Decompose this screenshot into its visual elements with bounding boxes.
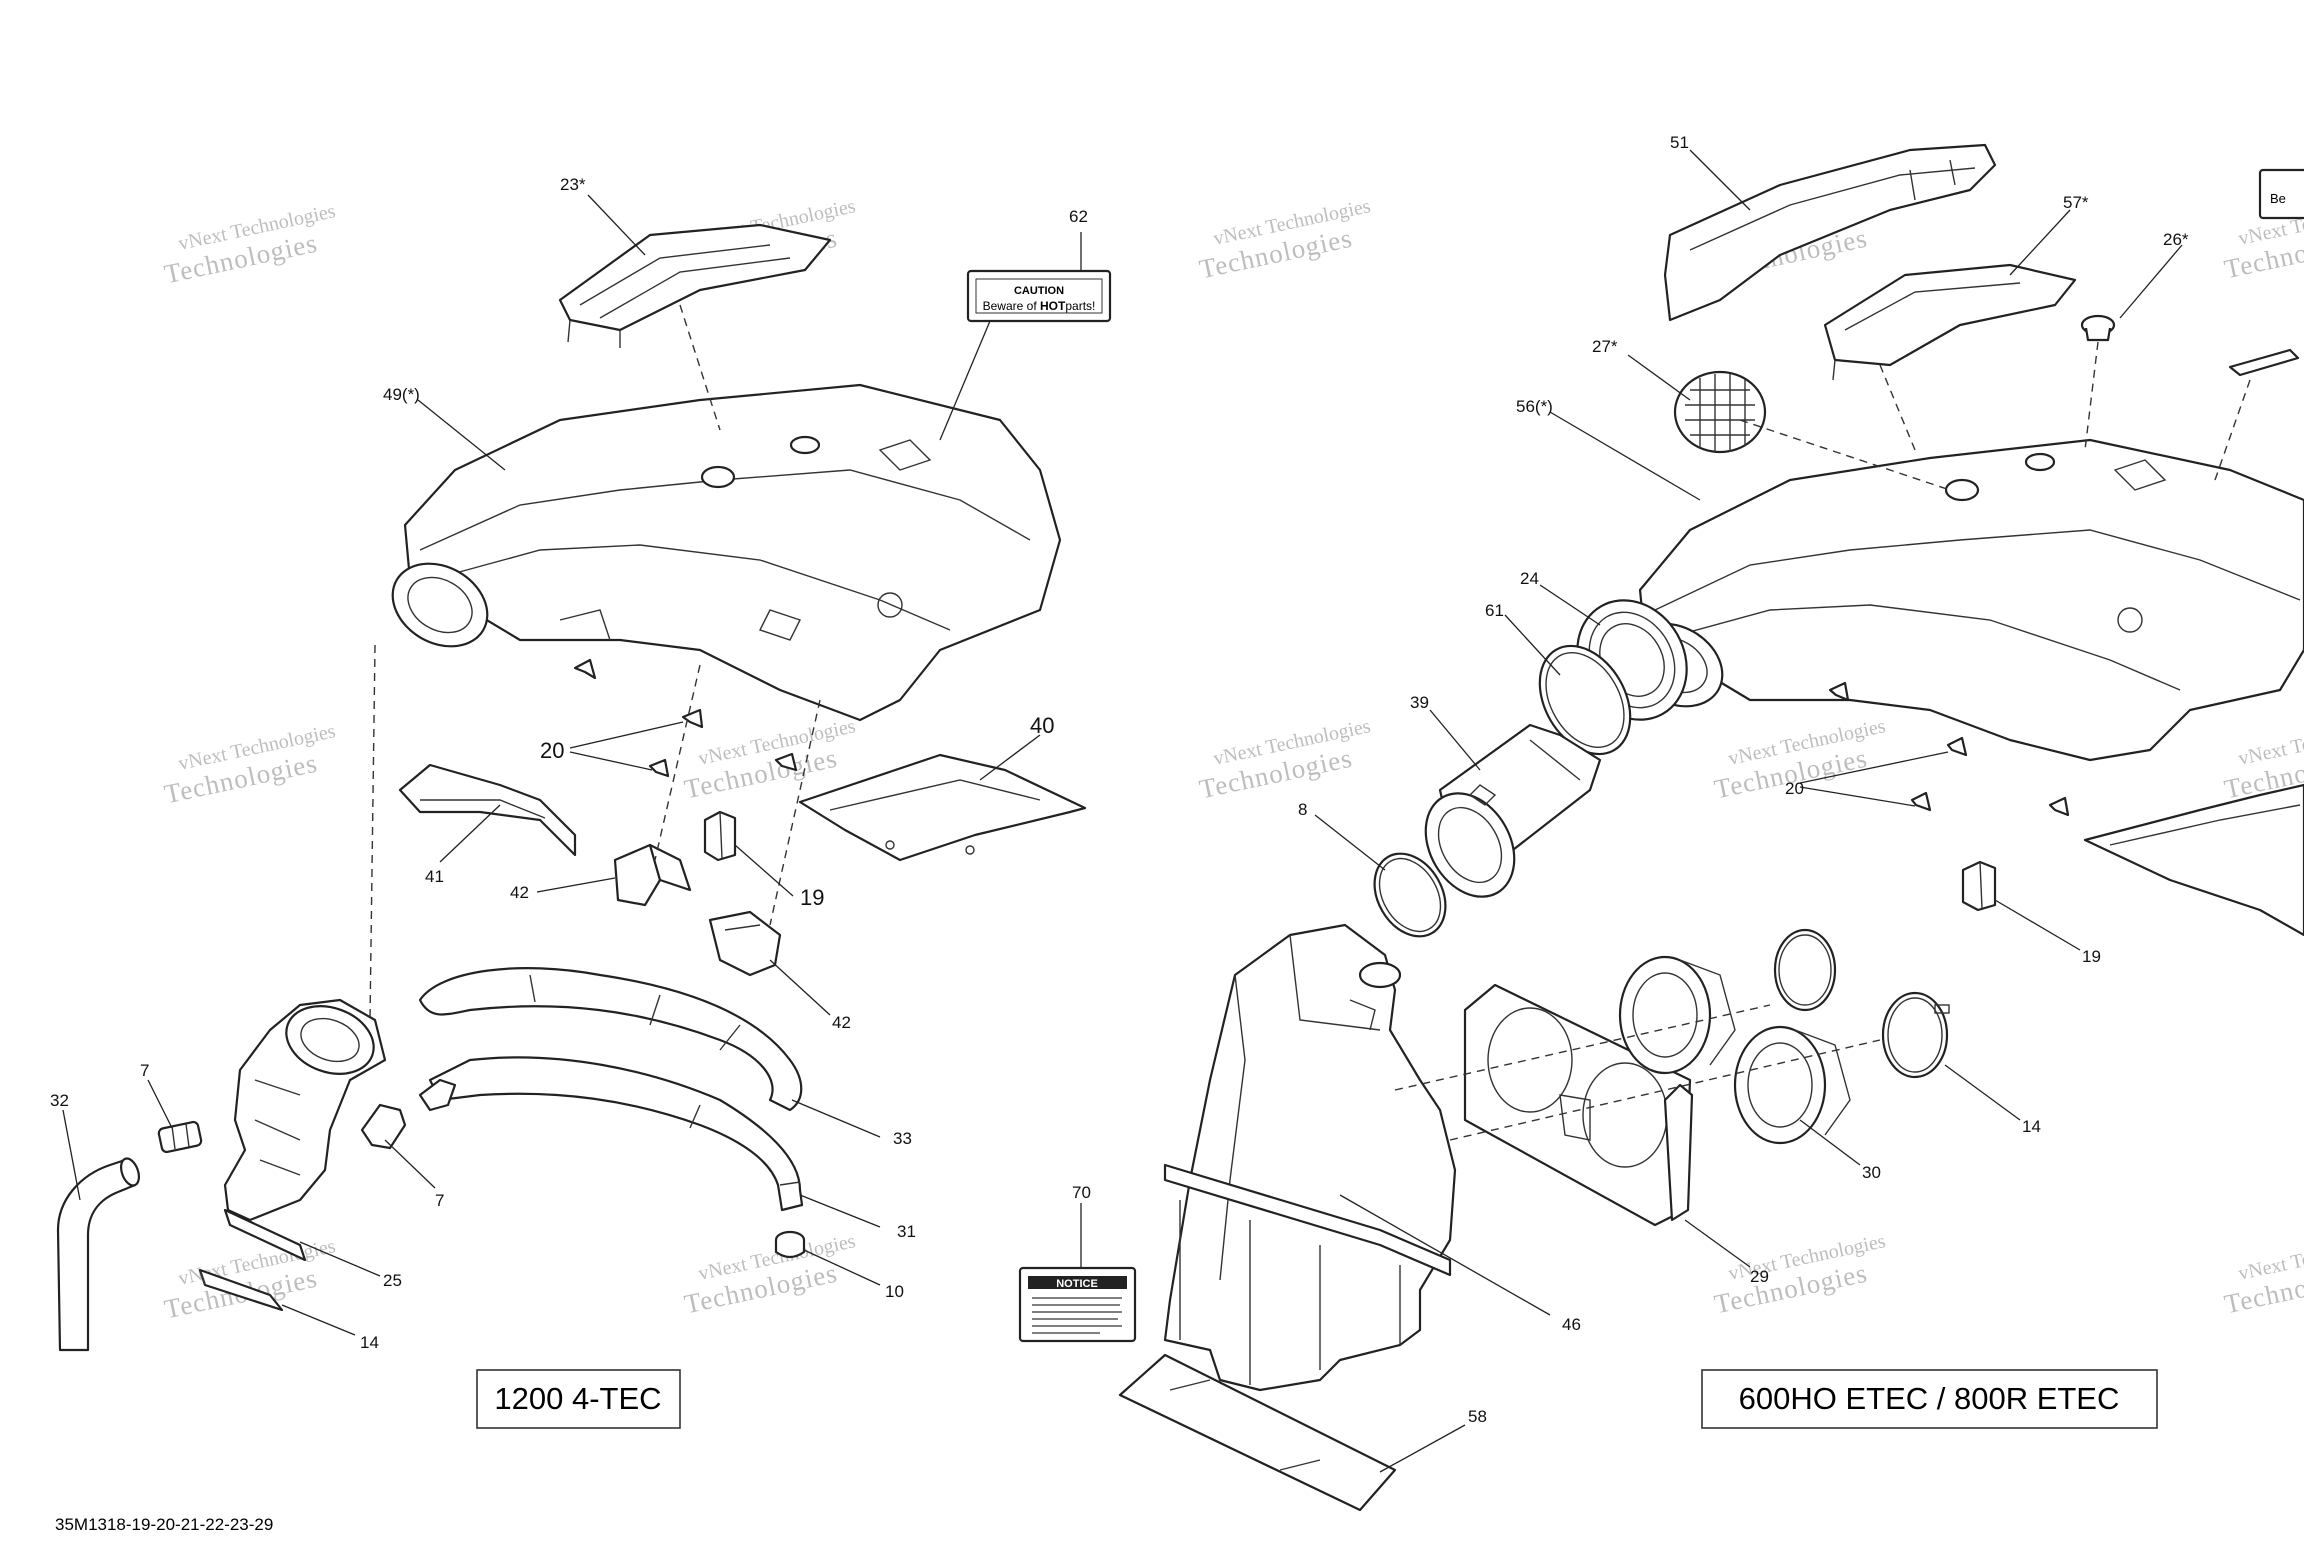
caution-title: CAUTION [1014, 285, 1064, 297]
watermark: vNext Technologies Technologies [1197, 715, 1373, 804]
caution-text: Beware of HOTparts! [983, 299, 1096, 313]
callout-70: 70 [1072, 1183, 1091, 1202]
callout-29: 29 [1750, 1267, 1769, 1286]
callout-56: 56(*) [1516, 397, 1553, 416]
part-32-elbow-hose [56, 1157, 141, 1352]
left-callouts: 23* 62 49(*) 20 40 41 42 19 42 32 7 7 33… [50, 175, 1088, 1352]
callout-61: 61 [1485, 601, 1504, 620]
callout-41: 41 [425, 867, 444, 886]
watermark: vNext Technologies Technologies [2222, 1230, 2304, 1319]
notice-decal: NOTICE [1018, 1266, 1137, 1343]
model-label-right: 600HO ETEC / 800R ETEC [1739, 1381, 2120, 1416]
callout-27: 27* [1592, 337, 1618, 356]
callout-25: 25 [383, 1271, 402, 1290]
callout-26: 26* [2163, 230, 2189, 249]
left-leader-lines [62, 194, 1082, 1336]
callout-10: 10 [885, 1282, 904, 1301]
part-23-cover [558, 223, 832, 348]
part-46-airbox [1163, 923, 1457, 1392]
callout-30: 30 [1862, 1163, 1881, 1182]
notice-title: NOTICE [1056, 1278, 1098, 1290]
partial-decal: Be [2258, 168, 2304, 220]
part-27-screen [1673, 370, 1767, 454]
right-leader-lines [1080, 149, 2183, 1473]
part-26-grommet [2080, 314, 2116, 342]
part-10-cap [774, 1230, 806, 1259]
part-25-adaptor [223, 998, 387, 1262]
part-19-mount-right [1961, 860, 1997, 912]
callout-19-right: 19 [2082, 947, 2101, 966]
part-57-cover [1823, 263, 2077, 381]
part-coupling-upper [1618, 955, 1736, 1075]
part-19-mount [703, 810, 737, 862]
callout-19: 19 [800, 885, 824, 910]
callout-7-left: 7 [140, 1061, 149, 1080]
callout-20: 20 [540, 738, 564, 763]
part-33-hose [418, 967, 803, 1112]
part-plate-right [2228, 348, 2300, 377]
part-58-foam-pad [1118, 1353, 1397, 1512]
callout-31: 31 [897, 1222, 916, 1241]
part-shield-right [2083, 783, 2304, 937]
callout-42-lower: 42 [832, 1013, 851, 1032]
callout-14-left: 14 [360, 1333, 379, 1352]
watermark: vNext Technologies Technologies [1197, 195, 1373, 284]
left-assembly-lines [369, 304, 821, 1021]
part-30-coupling [1733, 1025, 1851, 1145]
callout-14-right: 14 [2022, 1117, 2041, 1136]
part-14-clamp-lower [1881, 991, 1950, 1079]
part-29-plate [1463, 983, 1694, 1227]
part-39-intake-tube [1424, 723, 1602, 898]
callout-46: 46 [1562, 1315, 1581, 1334]
part-41-deflector [398, 763, 577, 857]
part-42-bracket-lower [708, 910, 782, 977]
part-42-bracket-upper [613, 843, 692, 907]
callout-20-right: 20 [1785, 779, 1804, 798]
callout-42-upper: 42 [510, 883, 529, 902]
callout-58: 58 [1468, 1407, 1487, 1426]
watermark: vNext Technologies Technologies [1712, 1230, 1888, 1319]
callout-33: 33 [893, 1129, 912, 1148]
watermark: vNext Technologies Technologies [682, 1230, 858, 1319]
part-20-clips-right [1828, 681, 2070, 817]
model-label-left: 1200 4-TEC [494, 1381, 661, 1416]
part-7-connector-right [360, 1078, 457, 1150]
right-callouts: 51 57* 26* 27* 56(*) 24 61 39 8 20 19 14… [1072, 133, 2189, 1426]
part-56-silencer-body [1626, 438, 2304, 762]
part-7-connector-left [157, 1120, 203, 1154]
caution-decal: CAUTION Beware of HOTparts! [966, 269, 1112, 323]
part-20-clips [573, 658, 798, 778]
part-14-clamp [198, 1268, 284, 1312]
callout-39: 39 [1410, 693, 1429, 712]
callout-7-right: 7 [435, 1191, 444, 1210]
part-31-hose [428, 1056, 804, 1212]
callout-8: 8 [1298, 800, 1307, 819]
watermark: vNext Technologies Technologies [162, 200, 338, 289]
callout-23: 23* [560, 175, 586, 194]
callout-49: 49(*) [383, 385, 420, 404]
callout-24: 24 [1520, 569, 1539, 588]
callout-51: 51 [1670, 133, 1689, 152]
left-model-label: 1200 4-TEC [476, 1369, 681, 1429]
right-assembly-lines [1394, 341, 2251, 1141]
callout-62: 62 [1069, 207, 1088, 226]
callout-40: 40 [1030, 713, 1054, 738]
reference-code: 35M1318-19-20-21-22-23-29 [55, 1515, 273, 1534]
right-model-label: 600HO ETEC / 800R ETEC [1701, 1369, 2158, 1429]
left-assembly: CAUTION Beware of HOTparts! [50, 175, 1112, 1429]
watermark: vNext Technologies Technologies [162, 720, 338, 809]
partial-decal-text: Be [2270, 191, 2286, 206]
part-49-silencer-body [391, 383, 1062, 722]
callout-32: 32 [50, 1091, 69, 1110]
part-8-oring [1373, 852, 1447, 938]
part-61-gasket [1538, 644, 1632, 756]
callout-57: 57* [2063, 193, 2089, 212]
part-14-clamp-upper [1773, 928, 1837, 1012]
right-assembly: Be [1018, 133, 2304, 1512]
part-40-shield [798, 753, 1087, 862]
part-51-duct [1663, 143, 1997, 322]
